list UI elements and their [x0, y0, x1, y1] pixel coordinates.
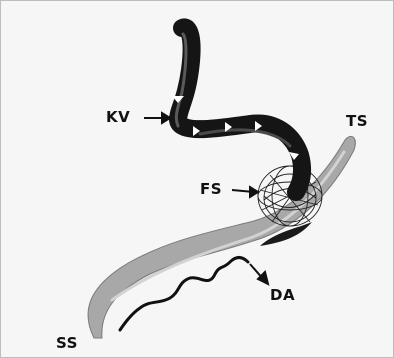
label-ss: SS: [56, 334, 78, 352]
label-fs: FS: [200, 180, 222, 198]
cortical-vein: [178, 27, 302, 192]
label-kv: KV: [106, 108, 130, 126]
label-da: DA: [270, 286, 295, 304]
label-ts: TS: [346, 112, 368, 130]
sinus-band: [88, 136, 355, 338]
